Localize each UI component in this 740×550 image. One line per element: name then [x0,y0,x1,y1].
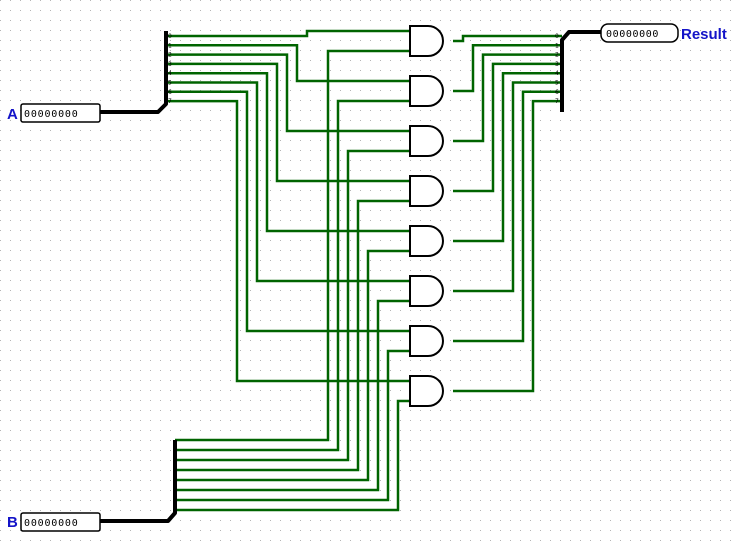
splitter-result-index-7: 7 [555,98,559,105]
gates-layer [409,25,444,407]
bus-result [560,30,601,112]
wire-out-bit-0 [453,34,562,43]
splitter-result-index-2: 2 [555,52,559,59]
bus-b [100,440,177,523]
splitter-a-index-4: 4 [168,70,172,77]
and-gate-4 [409,225,444,257]
wire-out-bit-1 [453,44,562,93]
input-pin-b-value: 00000000 [24,518,79,529]
wire-out-bit-5 [453,81,562,293]
input-pin-b[interactable]: 00000000 [20,512,101,532]
wire-a-bit-0 [166,29,410,38]
splitter-result-index-4: 4 [555,70,559,77]
wire-out-bit-7 [453,99,562,393]
splitter-a-index-5: 5 [168,80,172,87]
wire-a-bit-6 [166,90,410,333]
wire-a-bit-1 [166,44,410,83]
output-pin-result[interactable]: 00000000 [600,23,679,43]
buses-layer [100,30,601,523]
splitter-a-index-1: 1 [168,42,172,49]
splitter-a-indices: 0 1 2 3 4 5 6 7 [168,33,172,105]
and-gate-3 [409,175,444,207]
wire-b-bit-0 [175,49,410,442]
wire-out-bit-4 [453,71,562,243]
wire-out-bit-3 [453,62,562,193]
output-pin-result-label: Result [681,26,727,43]
wire-b-bit-2 [175,149,410,462]
wire-a-bit-3 [166,62,410,183]
and-gate-0 [409,25,444,57]
splitter-result-index-3: 3 [555,61,559,68]
and-gate-6 [409,325,444,357]
input-pin-b-label: B [7,514,18,531]
wire-a-bit-5 [166,81,410,283]
input-pin-a-value: 00000000 [24,109,79,120]
wires-layer [166,29,562,512]
wire-a-bit-4 [166,71,410,233]
splitter-result-indices: 0 1 2 3 4 5 6 7 [555,33,559,105]
output-pin-result-value: 00000000 [606,29,659,40]
wire-out-bit-6 [453,90,562,343]
splitter-result-index-5: 5 [555,80,559,87]
splitter-result-index-1: 1 [555,42,559,49]
splitter-result-index-0: 0 [555,33,559,40]
splitter-a-index-2: 2 [168,52,172,59]
splitter-a-index-0: 0 [168,33,172,40]
input-pin-a-label: A [7,106,18,123]
wire-a-bit-2 [166,53,410,133]
wire-b-bit-3 [175,199,410,472]
wire-b-bit-4 [175,249,410,482]
bus-a [100,31,168,114]
splitter-a-index-7: 7 [168,98,172,105]
wire-b-bit-7 [175,399,410,512]
splitter-a-index-6: 6 [168,89,172,96]
and-gate-1 [409,75,444,107]
splitter-a-index-3: 3 [168,61,172,68]
and-gate-5 [409,275,444,307]
and-gate-7 [409,375,444,407]
wire-b-bit-6 [175,349,410,502]
wire-b-bit-5 [175,299,410,492]
wire-a-bit-7 [166,99,410,383]
splitter-result-index-6: 6 [555,89,559,96]
and-gate-2 [409,125,444,157]
wire-out-bit-2 [453,53,562,143]
wire-b-bit-1 [175,99,410,452]
input-pin-a[interactable]: 00000000 [20,103,101,123]
